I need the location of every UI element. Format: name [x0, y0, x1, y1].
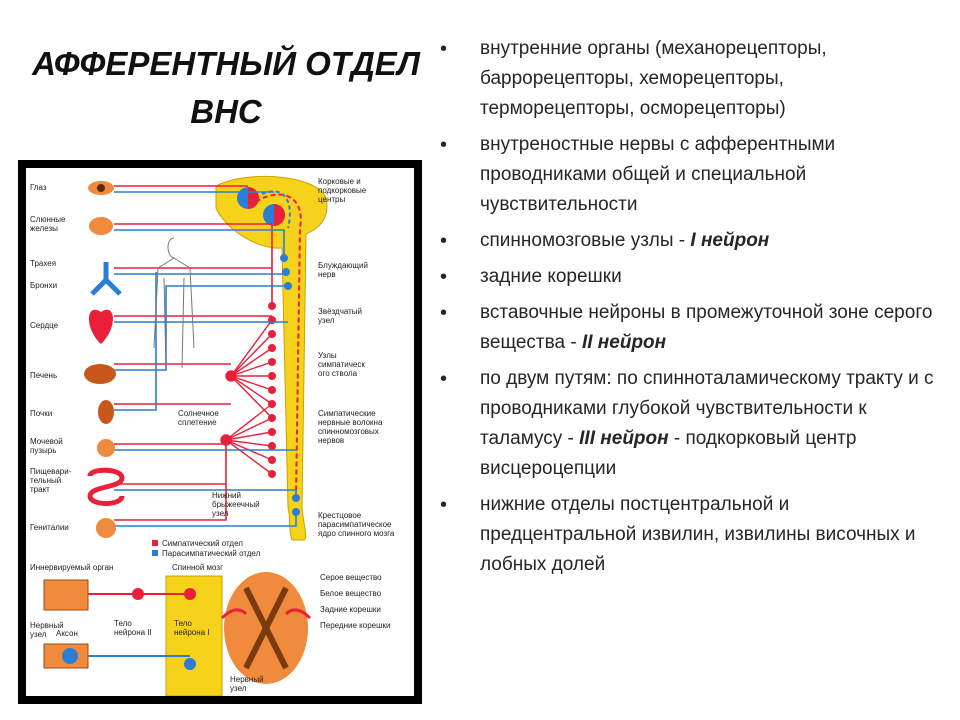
svg-text:Белое вещество: Белое вещество	[320, 589, 382, 598]
bullet-dot: •	[440, 494, 448, 516]
slide-title-line1: АФФЕРЕНТНЫЙ ОТДЕЛ	[32, 45, 420, 82]
svg-text:Блуждающий: Блуждающий	[318, 261, 368, 270]
svg-text:Симпатические: Симпатические	[318, 409, 376, 418]
svg-text:брыжеечный: брыжеечный	[212, 500, 260, 509]
svg-text:узел: узел	[318, 316, 335, 325]
bullet-item: • вставочные нейроны в промежуточной зон…	[438, 298, 938, 358]
slide-title: АФФЕРЕНТНЫЙ ОТДЕЛ ВНС	[0, 40, 452, 136]
bullet-dot: •	[440, 38, 448, 60]
svg-text:Передние корешки: Передние корешки	[320, 621, 390, 630]
svg-text:Задние корешки: Задние корешки	[320, 605, 381, 614]
bullet-item: • спинномозговые узлы - I нейрон	[438, 226, 938, 256]
bullet-item: • нижние отделы постцентральной и предце…	[438, 490, 938, 580]
label-eye: Глаз	[30, 183, 47, 192]
svg-text:Нижний: Нижний	[212, 491, 241, 500]
liver-icon	[84, 364, 116, 384]
svg-text:подкорковые: подкорковые	[318, 186, 367, 195]
svg-text:Серое вещество: Серое вещество	[320, 573, 382, 582]
right-labels: Корковые и подкорковые центры Блуждающий…	[178, 177, 395, 538]
bullet-item: • по двум путям: по спинноталамическому …	[438, 364, 938, 484]
celiac-plexus	[220, 319, 273, 475]
ans-afferent-diagram: Глаз Слюнные железы Трахея Бронхи Сердце…	[18, 160, 422, 704]
svg-text:Нервный: Нервный	[230, 675, 264, 684]
diagram-canvas: Глаз Слюнные железы Трахея Бронхи Сердце…	[26, 168, 414, 696]
bullet-dot: •	[440, 368, 448, 390]
svg-text:нейрона I: нейрона I	[174, 628, 210, 637]
label-trachea: Трахея	[30, 259, 56, 268]
svg-text:ядро спинного мозга: ядро спинного мозга	[318, 529, 395, 538]
reflex-arc-inset: Иннервируемый орган Спинной мозг Нервный…	[30, 563, 223, 696]
bullet-item: • внутреностные нервы с афферентными про…	[438, 130, 938, 220]
bullet-list: • внутренние органы (механорецепторы, ба…	[438, 34, 938, 580]
svg-text:узел: узел	[230, 684, 247, 693]
svg-text:Иннервируемый орган: Иннервируемый орган	[30, 563, 113, 572]
slide-title-line2: ВНС	[190, 93, 262, 130]
nerve-lines	[114, 185, 297, 527]
svg-text:спинномозговых: спинномозговых	[318, 427, 379, 436]
label-liver: Печень	[30, 371, 57, 380]
svg-text:тракт: тракт	[30, 485, 50, 494]
genitals-icon	[96, 518, 116, 538]
bullet-item: • внутренние органы (механорецепторы, ба…	[438, 34, 938, 124]
bullet-item: • задние корешки	[438, 262, 938, 292]
bullet-dot: •	[440, 302, 448, 324]
svg-text:железы: железы	[30, 224, 58, 233]
svg-text:узел: узел	[212, 509, 229, 518]
brain-shape	[215, 175, 328, 541]
label-bronchi: Бронхи	[30, 281, 57, 290]
svg-text:ого ствола: ого ствола	[318, 369, 358, 378]
trachea-icon	[90, 262, 122, 296]
legend-parasympathetic: Парасимпатический отдел	[162, 549, 261, 558]
kidney-icon	[98, 400, 114, 424]
intestine-icon	[87, 467, 125, 506]
svg-text:Звёздчатый: Звёздчатый	[318, 307, 362, 316]
svg-text:нерв: нерв	[318, 270, 336, 279]
svg-text:Корковые и: Корковые и	[318, 177, 361, 186]
svg-text:Тело: Тело	[114, 619, 132, 628]
svg-text:нейрона II: нейрона II	[114, 628, 152, 637]
svg-text:Аксон: Аксон	[56, 629, 78, 638]
spinal-cross-section: Серое вещество Белое вещество Задние кор…	[220, 572, 390, 693]
bullet-dot: •	[440, 266, 448, 288]
svg-text:парасимпатическое: парасимпатическое	[318, 520, 392, 529]
svg-text:нервные волокна: нервные волокна	[318, 418, 383, 427]
organ-icons	[84, 181, 125, 538]
muscle-icon	[43, 579, 89, 611]
svg-text:Узлы: Узлы	[318, 351, 337, 360]
svg-text:Пищевари-: Пищевари-	[30, 467, 72, 476]
heart-icon	[88, 309, 114, 344]
label-genitals: Гениталии	[30, 523, 69, 532]
label-kidney: Почки	[30, 409, 52, 418]
svg-text:тельный: тельный	[30, 476, 61, 485]
body-silhouette-icon	[153, 237, 195, 369]
label-heart: Сердце	[30, 321, 59, 330]
svg-text:узел: узел	[30, 630, 47, 639]
svg-text:центры: центры	[318, 195, 345, 204]
svg-text:сплетение: сплетение	[178, 418, 217, 427]
legend-sympathetic: Симпатический отдел	[162, 539, 243, 548]
svg-text:Слюнные: Слюнные	[30, 215, 66, 224]
svg-text:Солнечное: Солнечное	[178, 409, 219, 418]
bullet-dot: •	[440, 230, 448, 252]
svg-text:Спинной мозг: Спинной мозг	[172, 563, 223, 572]
svg-text:пузырь: пузырь	[30, 446, 56, 455]
svg-text:нервов: нервов	[318, 436, 344, 445]
bladder-icon	[97, 439, 115, 457]
organ-labels: Глаз Слюнные железы Трахея Бронхи Сердце…	[30, 183, 72, 532]
bullet-dot: •	[440, 134, 448, 156]
svg-text:симпатическ: симпатическ	[318, 360, 365, 369]
salivary-gland-icon	[89, 217, 113, 235]
svg-text:Крестцовое: Крестцовое	[318, 511, 362, 520]
legend: Симпатический отдел Парасимпатический от…	[152, 539, 261, 558]
svg-text:Мочевой: Мочевой	[30, 437, 63, 446]
svg-text:Нервный: Нервный	[30, 621, 64, 630]
svg-text:Тело: Тело	[174, 619, 192, 628]
